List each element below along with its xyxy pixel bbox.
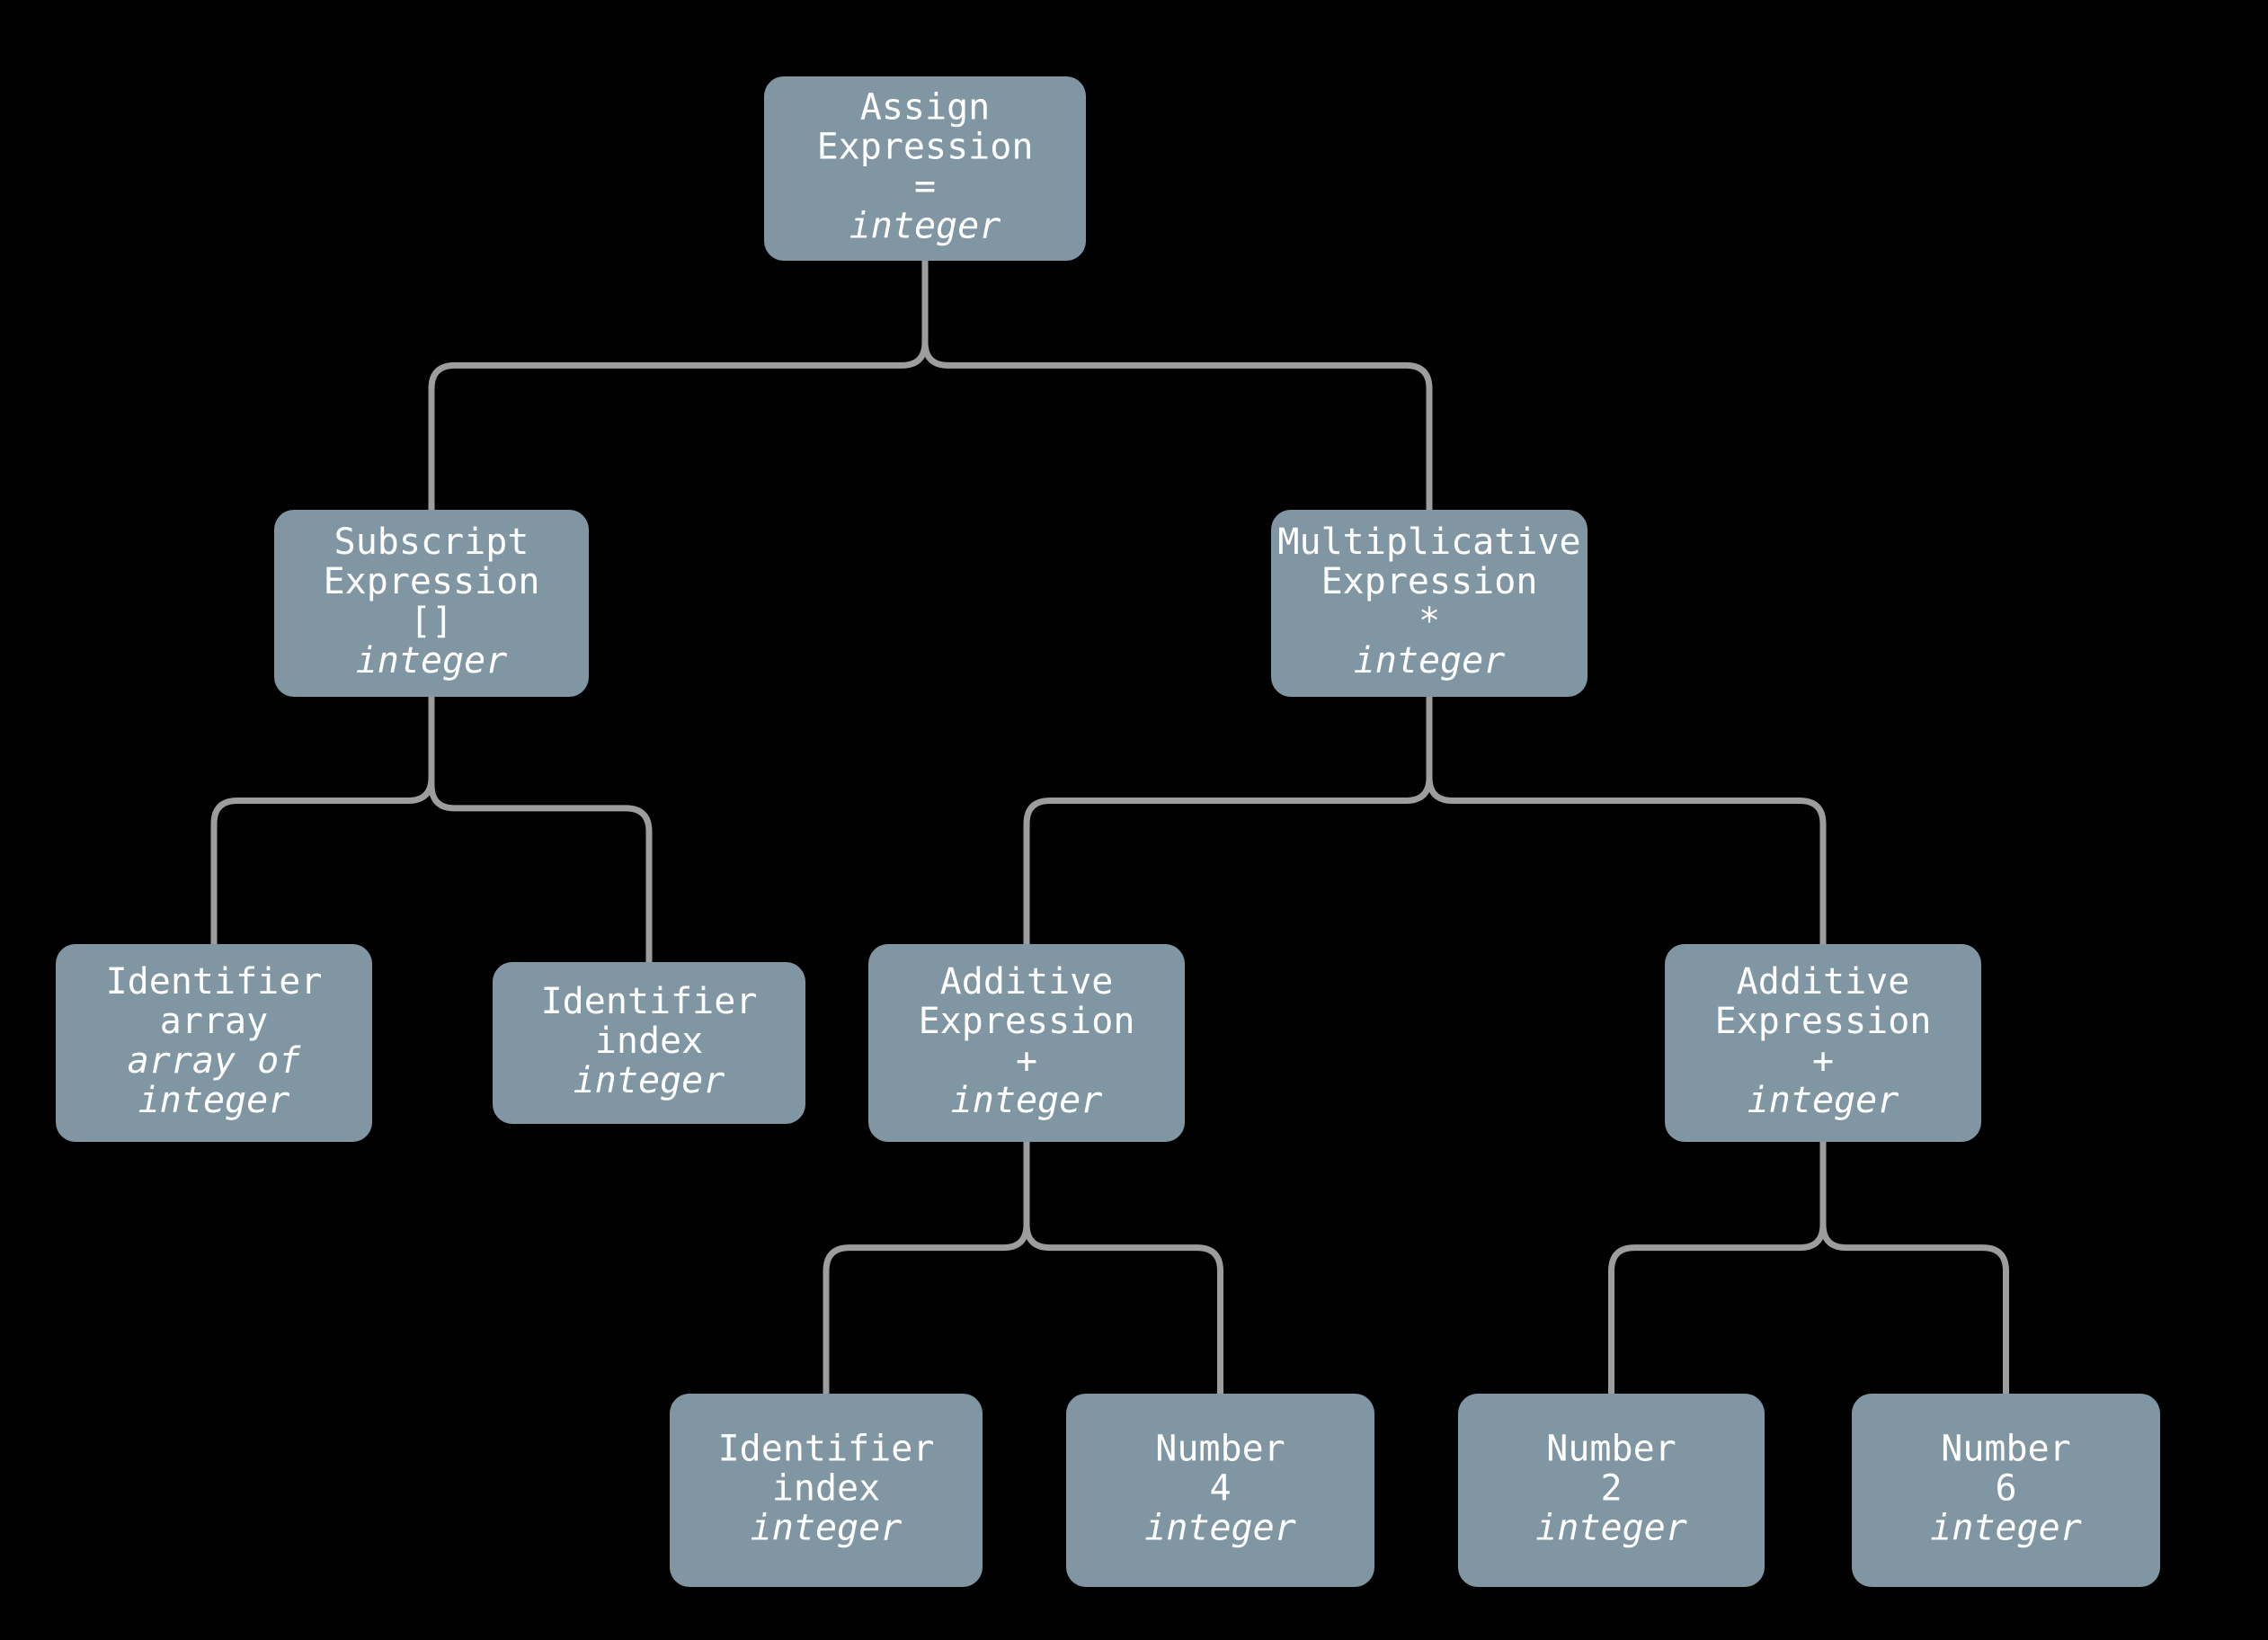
node-box[interactable]	[1665, 944, 1981, 1142]
node-label-text: Multiplicative	[1277, 521, 1580, 563]
node-label-text: Expression	[919, 1001, 1135, 1042]
tree-edge	[428, 693, 653, 966]
node-box[interactable]	[1066, 1394, 1374, 1587]
node-type-text: integer	[574, 1060, 725, 1101]
node-label-text: array	[160, 1001, 268, 1042]
node-box[interactable]	[1852, 1394, 2160, 1587]
node-label-text: 6	[1995, 1468, 2016, 1510]
node-label-text: Assign	[860, 87, 991, 129]
edge-layer	[210, 257, 2009, 1397]
node-type-text: integer	[1535, 1508, 1687, 1549]
tree-edge	[921, 257, 1433, 513]
node-label-text: *	[1419, 601, 1440, 642]
node-type-text: integer	[1748, 1080, 1899, 1121]
tree-edge	[1023, 1138, 1223, 1397]
node-box[interactable]	[868, 944, 1185, 1142]
node-type-text: integer	[356, 640, 508, 682]
node-type-text: integer	[1354, 640, 1506, 682]
node-label-text: Identifier	[541, 981, 758, 1022]
node-box[interactable]	[493, 962, 805, 1124]
node-label-text: Number	[1941, 1429, 2071, 1470]
node-box[interactable]	[274, 510, 589, 697]
node-box[interactable]	[1271, 510, 1588, 697]
node-label-text: Expression	[817, 127, 1034, 168]
node-type-text: integer	[1144, 1508, 1296, 1549]
node-box[interactable]	[56, 944, 372, 1142]
tree-edge	[428, 257, 929, 513]
node-label-text: index	[772, 1468, 880, 1510]
node-type-text: integer	[751, 1508, 903, 1549]
node-label-text: 4	[1209, 1468, 1231, 1510]
node-label-text: Additive	[1737, 961, 1910, 1003]
node-label-text: Expression	[324, 561, 540, 602]
node-label-text: Expression	[1321, 561, 1538, 602]
node-label-text: Number	[1546, 1429, 1677, 1470]
tree-edge	[823, 1138, 1030, 1397]
node-label-text: =	[914, 166, 936, 208]
node-box[interactable]	[670, 1394, 983, 1587]
node-label-text: Number	[1155, 1429, 1285, 1470]
node-label-text: Identifier	[106, 961, 323, 1003]
node-label-text: Subscript	[334, 521, 529, 563]
node-box[interactable]	[764, 76, 1086, 261]
tree-edge	[1023, 693, 1433, 948]
node-type-text: integer	[849, 206, 1001, 247]
node-type-text: integer	[138, 1080, 290, 1121]
node-type-text: integer	[1930, 1508, 2082, 1549]
node-label-text: Expression	[1715, 1001, 1932, 1042]
tree-edge	[1426, 693, 1827, 948]
node-label-text: Additive	[940, 961, 1114, 1003]
node-layer: AssignExpression=integerSubscriptExpress…	[56, 76, 2160, 1587]
tree-edge	[210, 693, 435, 948]
tree-edge	[1608, 1138, 1827, 1397]
node-label-text: +	[1016, 1040, 1037, 1082]
node-box[interactable]	[1458, 1394, 1765, 1587]
node-label-text: []	[410, 601, 453, 642]
node-type-text: integer	[951, 1080, 1103, 1121]
node-label-text: index	[595, 1021, 703, 1062]
node-label-text: Identifier	[718, 1429, 935, 1470]
node-label-text: +	[1812, 1040, 1834, 1082]
tree-edge	[1819, 1138, 2009, 1397]
node-type-text: array of	[128, 1040, 302, 1082]
node-label-text: 2	[1600, 1468, 1622, 1510]
